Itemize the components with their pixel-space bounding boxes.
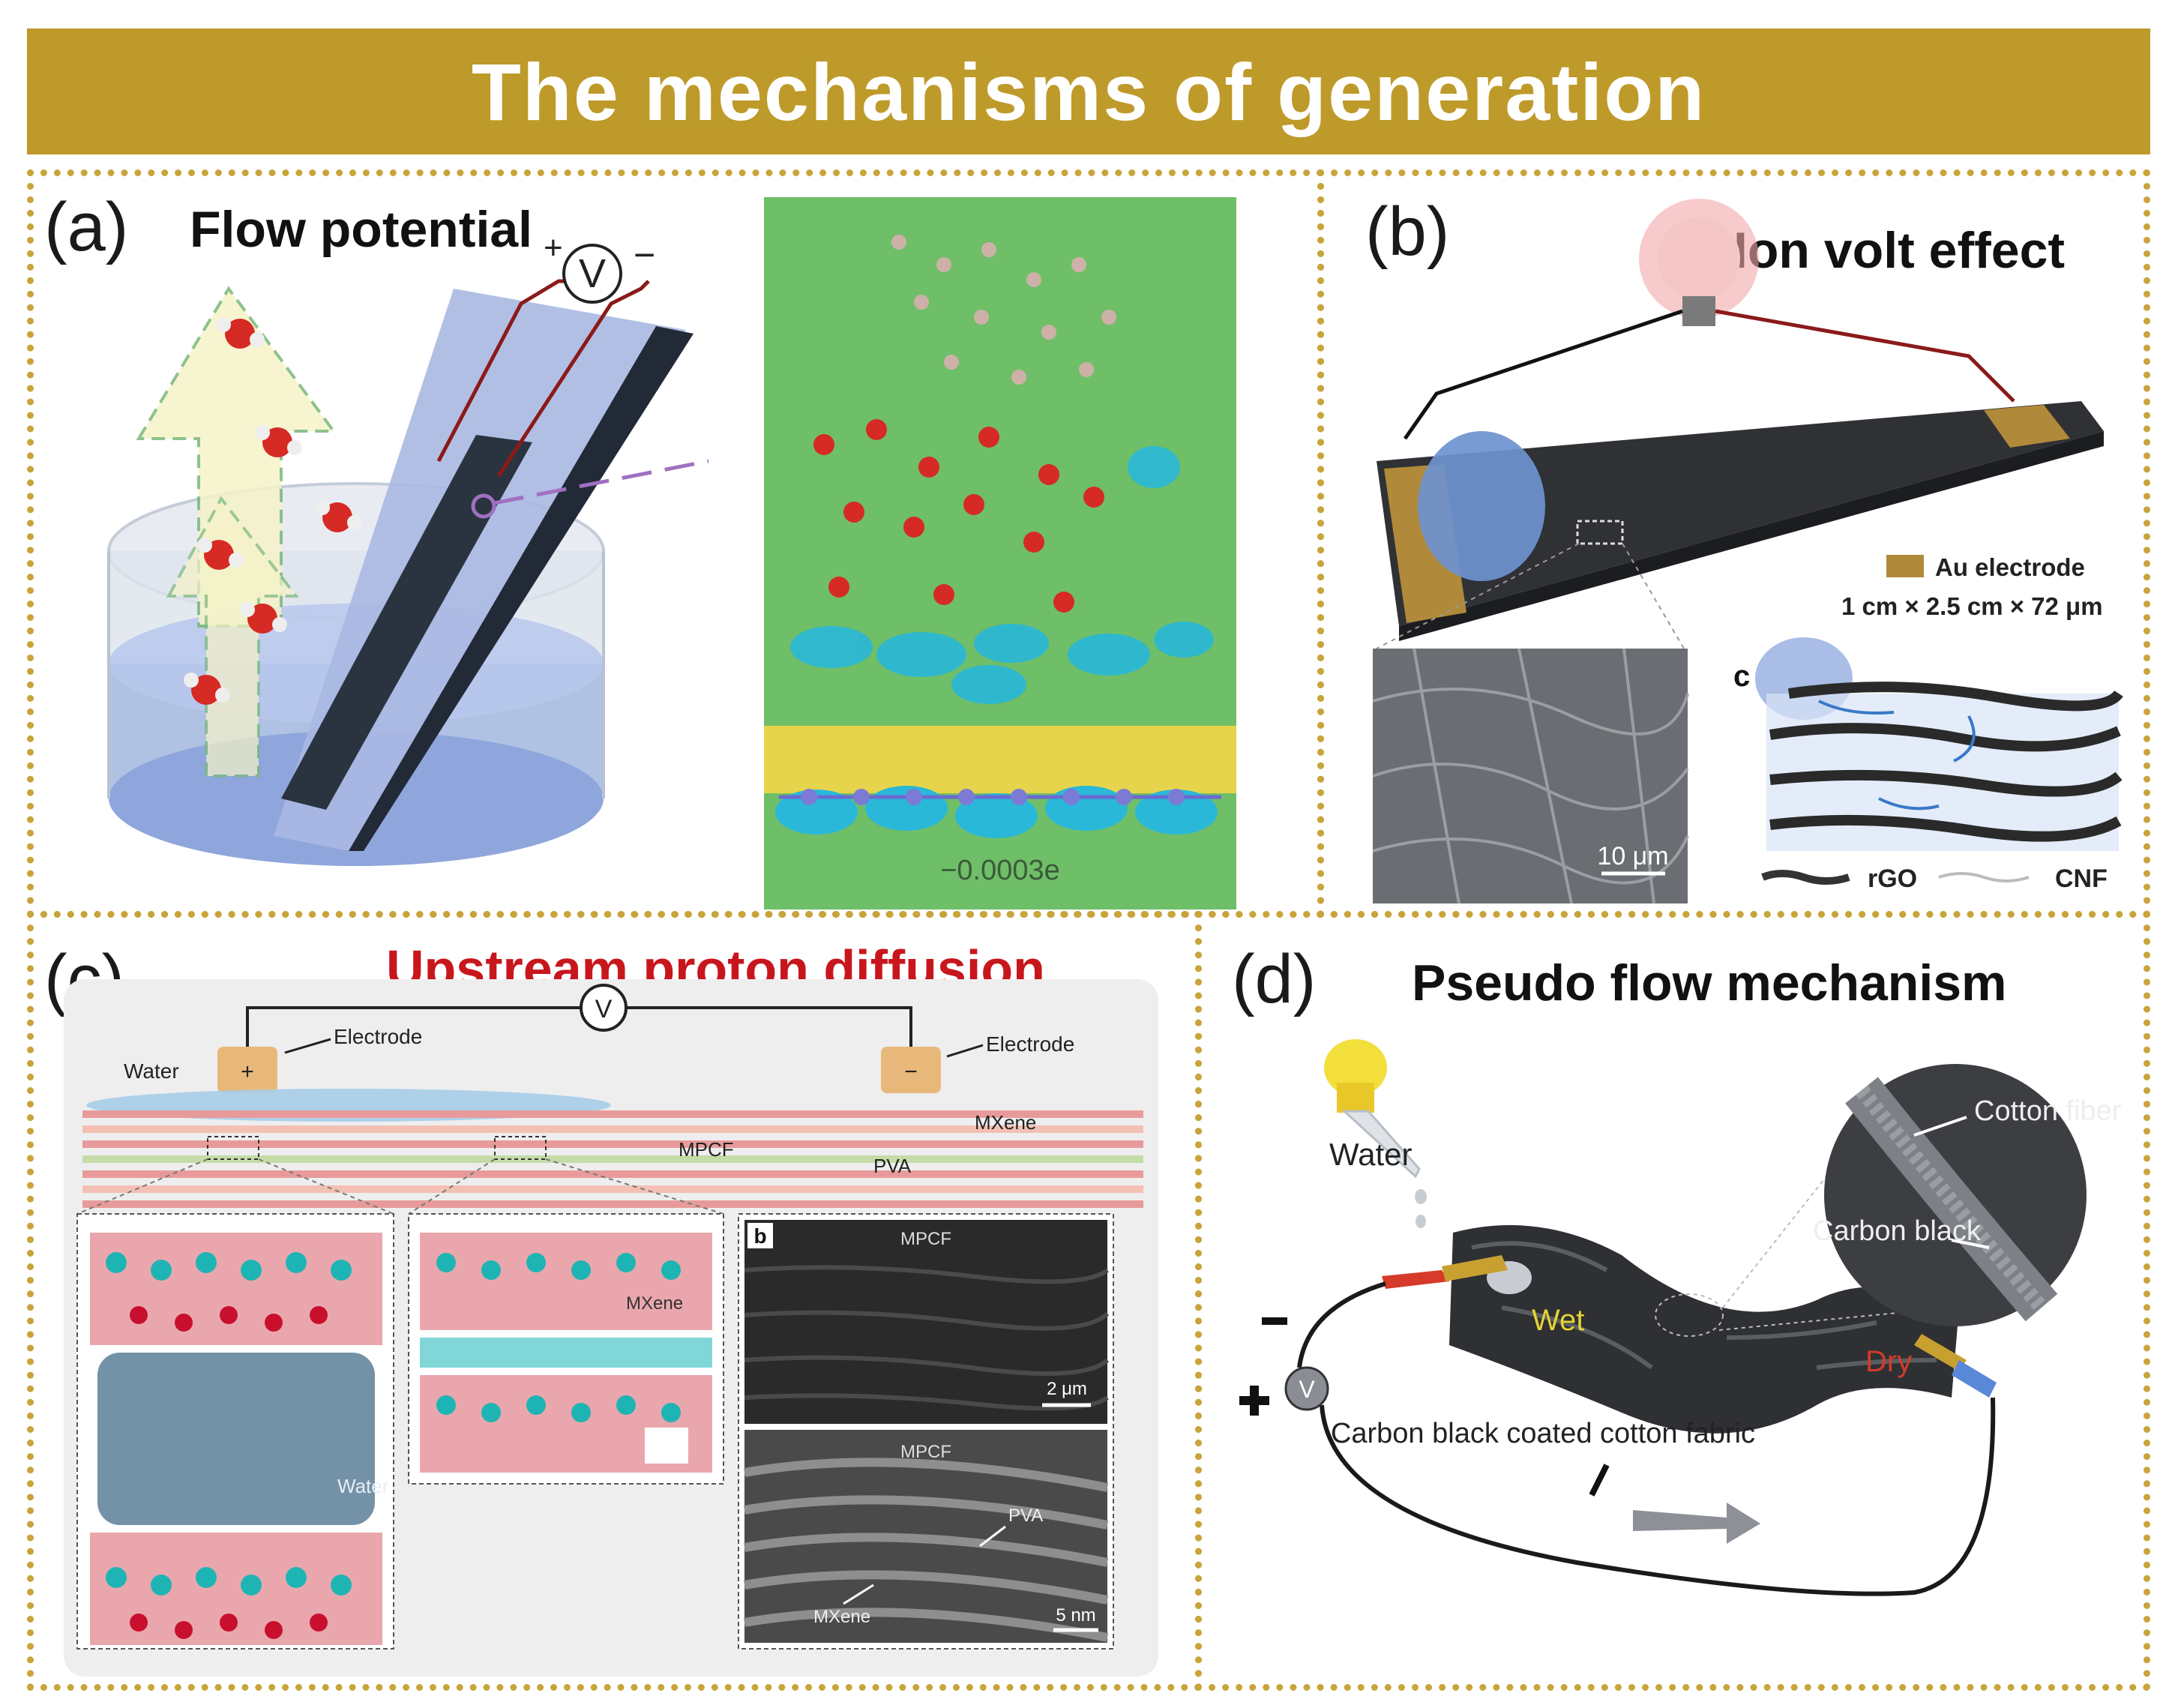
panel-a: (a) Flow potential V + − xyxy=(34,176,1317,911)
mpcf-label: MPCF xyxy=(679,1138,734,1161)
panel-c-electrode-plus: + xyxy=(241,1059,254,1084)
panel-a-plus: + xyxy=(544,229,563,266)
panel-b: (b) Ion volt effect Au electrode 1 cm × … xyxy=(1324,176,2144,911)
fabric-caption: Carbon black coated cotton fabric xyxy=(1331,1418,1755,1449)
sem-scale-bar: 10 μm xyxy=(1597,842,1668,870)
charge-isovalue-label: −0.0003e xyxy=(940,855,1060,886)
simulation-mxene-label: MXene xyxy=(626,1293,683,1314)
electrode-left-label: Electrode xyxy=(334,1025,422,1048)
panel-d-frame xyxy=(1195,911,2150,1691)
tem-mpcf-top-label: MPCF xyxy=(900,1229,951,1249)
legend-cnf: CNF xyxy=(2055,864,2108,893)
panel-d-letter: (d) xyxy=(1232,941,1317,1017)
water-label: Water xyxy=(124,1059,179,1083)
water-molecules xyxy=(184,317,362,705)
tem-mpcf-bottom-label: MPCF xyxy=(900,1442,951,1462)
proton-diffusion-device: V + − Electrode Electrode Water MPCF MXe… xyxy=(64,979,1158,1677)
tem-scale-bottom: 5 nm xyxy=(1056,1605,1095,1626)
inset-c-letter: c xyxy=(1733,660,1750,693)
panel-b-heading: Ion volt effect xyxy=(1733,222,2066,279)
mxene-label: MXene xyxy=(975,1111,1036,1134)
simulation-water-label: Water xyxy=(337,1475,389,1497)
title-banner: The mechanisms of generation xyxy=(27,28,2150,154)
tem-mxene-label: MXene xyxy=(813,1607,870,1627)
panel-a-letter: (a) xyxy=(44,189,129,265)
legend-au-electrode: Au electrode xyxy=(1935,553,2085,581)
pseudo-flow-device: Water Wet Dry Cotton fiber Carbon black … xyxy=(1239,1039,2122,1596)
flow-potential-device: V + − xyxy=(107,229,709,866)
water-label: Water xyxy=(1329,1137,1412,1172)
tem-scale-top: 2 μm xyxy=(1047,1379,1087,1399)
pva-label: PVA xyxy=(873,1155,912,1177)
panel-a-heading: Flow potential xyxy=(190,201,533,258)
panel-a-voltmeter-label: V xyxy=(579,251,606,296)
wet-label: Wet xyxy=(1532,1304,1584,1337)
figure-title: The mechanisms of generation xyxy=(471,46,1706,137)
tem-inset-letter: b xyxy=(753,1224,766,1248)
electrode-right-label: Electrode xyxy=(986,1032,1074,1056)
panel-c-voltmeter-label: V xyxy=(595,995,613,1023)
ion-volt-device: Au electrode 1 cm × 2.5 cm × 72 μm 10 μm… xyxy=(1372,199,2123,904)
panel-b-letter: (b) xyxy=(1365,193,1450,270)
dry-label: Dry xyxy=(1865,1345,1912,1378)
legend-rgo: rGO xyxy=(1868,864,1917,893)
panel-d-voltmeter-label: V xyxy=(1299,1376,1315,1403)
panel-c: (c) Upstream proton diffusion V + − Elec… xyxy=(34,918,1195,1684)
film-dimensions: 1 cm × 2.5 cm × 72 μm xyxy=(1841,592,2103,620)
charge-density-simulation: −0.0003e xyxy=(764,197,1236,909)
cotton-fiber-label: Cotton fiber xyxy=(1974,1095,2122,1127)
panel-a-minus: − xyxy=(634,234,655,276)
panel-d-heading: Pseudo flow mechanism xyxy=(1412,954,2007,1011)
tem-pva-label: PVA xyxy=(1008,1506,1043,1526)
panel-c-electrode-minus: − xyxy=(904,1059,918,1084)
panel-d: (d) Pseudo flow mechanism Water Wet Dry … xyxy=(1202,918,2144,1684)
